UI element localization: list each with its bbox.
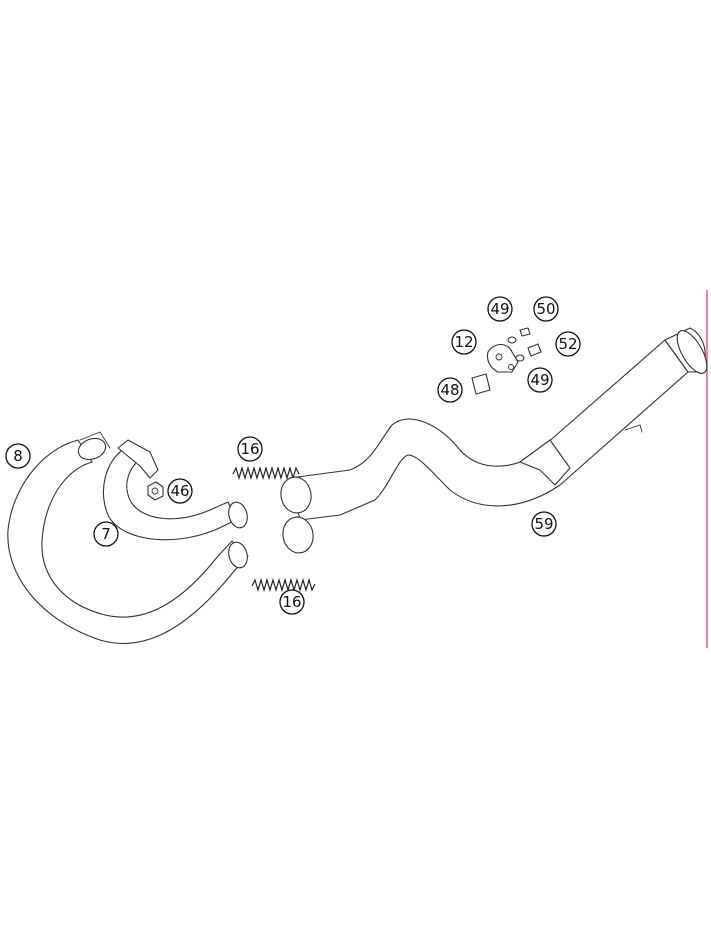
callout-49-top: 49 <box>487 296 513 322</box>
bracket-12 <box>486 343 519 373</box>
callout-49-bottom-label: 49 <box>530 371 549 389</box>
callout-8: 8 <box>5 443 31 469</box>
callout-50-label: 50 <box>536 300 555 318</box>
callout-12: 12 <box>451 329 477 355</box>
callout-46-label: 46 <box>170 482 189 500</box>
nut-46 <box>147 481 164 501</box>
bolt-52 <box>527 343 542 357</box>
muffler-pipe-59 <box>280 327 708 554</box>
callout-16-top: 16 <box>237 436 263 462</box>
callout-59: 59 <box>531 511 557 537</box>
header-pipe-7 <box>102 439 248 569</box>
callout-48-label: 48 <box>440 381 459 399</box>
spring-16-top <box>232 465 300 481</box>
callout-7-label: 7 <box>101 525 111 543</box>
spring-16-bottom <box>251 577 316 593</box>
callout-16-top-label: 16 <box>240 440 259 458</box>
callout-52: 52 <box>555 331 581 357</box>
header-pipe-8 <box>7 431 249 645</box>
callout-16-bottom: 16 <box>279 589 305 615</box>
callout-50: 50 <box>533 296 559 322</box>
callout-8-label: 8 <box>13 447 23 465</box>
callout-12-label: 12 <box>454 333 473 351</box>
callout-49-bottom: 49 <box>527 367 553 393</box>
washer-49-bottom <box>515 354 525 362</box>
callout-48: 48 <box>437 377 463 403</box>
callout-59-label: 59 <box>534 515 553 533</box>
callout-46: 46 <box>167 478 193 504</box>
bolt-50 <box>519 327 531 337</box>
clip-48 <box>471 373 491 395</box>
washer-49-top <box>507 336 517 344</box>
callout-16-bottom-label: 16 <box>282 593 301 611</box>
callout-49-top-label: 49 <box>490 300 509 318</box>
callout-52-label: 52 <box>558 335 577 353</box>
callout-7: 7 <box>93 521 119 547</box>
